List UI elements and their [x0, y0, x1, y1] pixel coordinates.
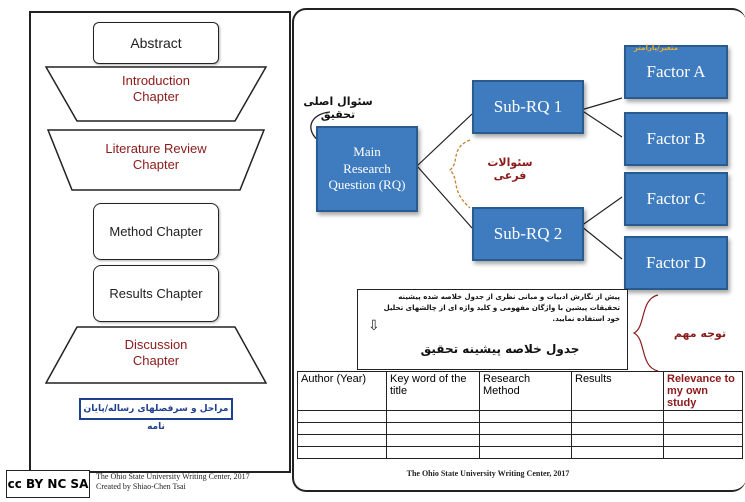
factor-b-label: Factor B: [646, 129, 706, 148]
literature-summary-table: Author (Year) Key word of the title Rese…: [297, 371, 743, 459]
introduction-label: Introduction Chapter: [122, 73, 190, 104]
table-row: [297, 434, 743, 447]
method-box: Method Chapter: [93, 203, 219, 260]
credit-text: The Ohio State University Writing Center…: [96, 472, 296, 492]
sub-rq-1-label: Sub-RQ 1: [493, 97, 563, 116]
table-header-row: Author (Year) Key word of the title Rese…: [297, 371, 743, 411]
factor-a-label: Factor A: [646, 62, 706, 81]
cc-license-text: cc BY NC SA: [7, 477, 89, 491]
literature-note-box: [357, 289, 628, 370]
literature-review-shape: [47, 129, 265, 191]
table-header-results: Results: [571, 371, 664, 411]
literature-review-label: Literature Review Chapter: [105, 141, 207, 172]
literature-table-title: جدول خلاصه پیشینه تحقیق: [420, 342, 580, 356]
results-box: Results Chapter: [93, 265, 219, 322]
table-header-keyword: Key word of the title: [386, 371, 480, 411]
factor-d-box: Factor D: [624, 236, 728, 290]
introduction-shape: [45, 66, 267, 122]
factor-d-label: Factor D: [646, 253, 706, 272]
main-rq-persian-label: سئوال اصلی تحقیق: [303, 95, 373, 121]
attention-label: توجه مهم: [673, 327, 727, 340]
sub-rq-2-label: Sub-RQ 2: [493, 224, 563, 243]
credit-line-1: The Ohio State University Writing Center…: [96, 472, 250, 481]
main-research-question-box: Main Research Question (RQ): [316, 126, 418, 212]
literature-note-text: پیش از نگارش ادبیات و مبانی نظری از جدول…: [383, 293, 620, 324]
factor-c-label: Factor C: [646, 189, 706, 208]
sub-rq-2-box: Sub-RQ 2: [472, 207, 584, 261]
results-label: Results Chapter: [109, 285, 203, 301]
table-header-method: Research Method: [479, 371, 572, 411]
factor-c-box: Factor C: [624, 172, 728, 226]
table-row: [297, 422, 743, 435]
factor-a-persian-label: متغیر/پارامتر: [633, 44, 679, 52]
stages-label: مراحل و سرفصلهای رساله/پایان نامه: [79, 398, 233, 432]
abstract-box: Abstract: [93, 22, 219, 64]
table-header-author: Author (Year): [297, 371, 387, 411]
factor-b-box: Factor B: [624, 112, 728, 166]
table-row: [297, 410, 743, 423]
method-label: Method Chapter: [109, 223, 203, 239]
down-arrow-icon: ⇩: [368, 318, 380, 334]
factor-a-box: Factor A: [624, 45, 728, 99]
sub-rq-1-box: Sub-RQ 1: [472, 80, 584, 134]
discussion-shape: [45, 326, 267, 384]
cc-license-badge: cc BY NC SA: [6, 470, 90, 498]
discussion-label: Discussion Chapter: [124, 337, 188, 368]
table-header-relevance: Relevance to my own study: [663, 371, 743, 411]
main-rq-label: Main Research Question (RQ): [328, 143, 406, 193]
abstract-label: Abstract: [130, 34, 182, 51]
sub-questions-persian-label: سئوالات فرعی: [487, 156, 533, 182]
attention-brace: [632, 294, 659, 372]
table-row: [297, 446, 743, 459]
right-footer-credit: The Ohio State University Writing Center…: [406, 469, 570, 478]
credit-line-2: Created by Shiao-Chen Tsai: [96, 482, 186, 491]
